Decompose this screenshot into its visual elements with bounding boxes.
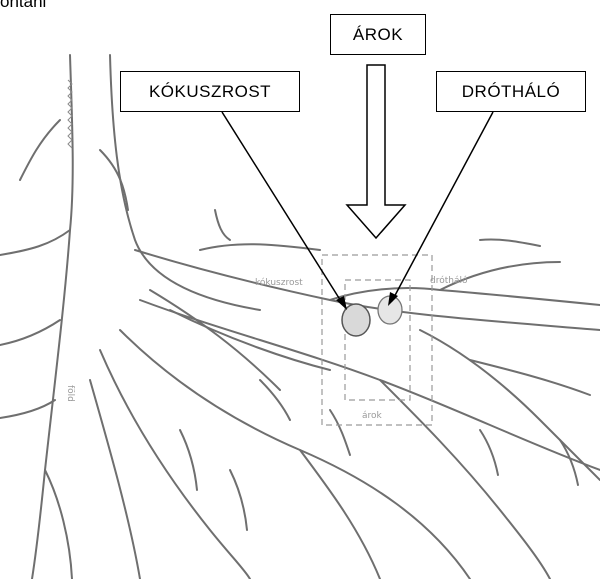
label-kokuszrost: KÓKUSZROST xyxy=(120,71,300,112)
sketch-label-side: föld xyxy=(65,385,75,402)
sketch-label-kokuszrost: kókuszrost xyxy=(255,277,303,288)
label-arok: ÁROK xyxy=(330,14,426,55)
sketch-label-arok: árok xyxy=(362,411,383,421)
pointer-line-drothalo xyxy=(392,112,493,301)
root-lines xyxy=(0,55,600,579)
label-drothalo: DRÓTHÁLÓ xyxy=(436,71,586,112)
trench-outline xyxy=(322,255,432,425)
pointer-line-kokuszrost xyxy=(222,112,344,306)
sketch-label-drothalo: drótháló xyxy=(430,275,468,286)
down-arrow xyxy=(347,65,405,238)
